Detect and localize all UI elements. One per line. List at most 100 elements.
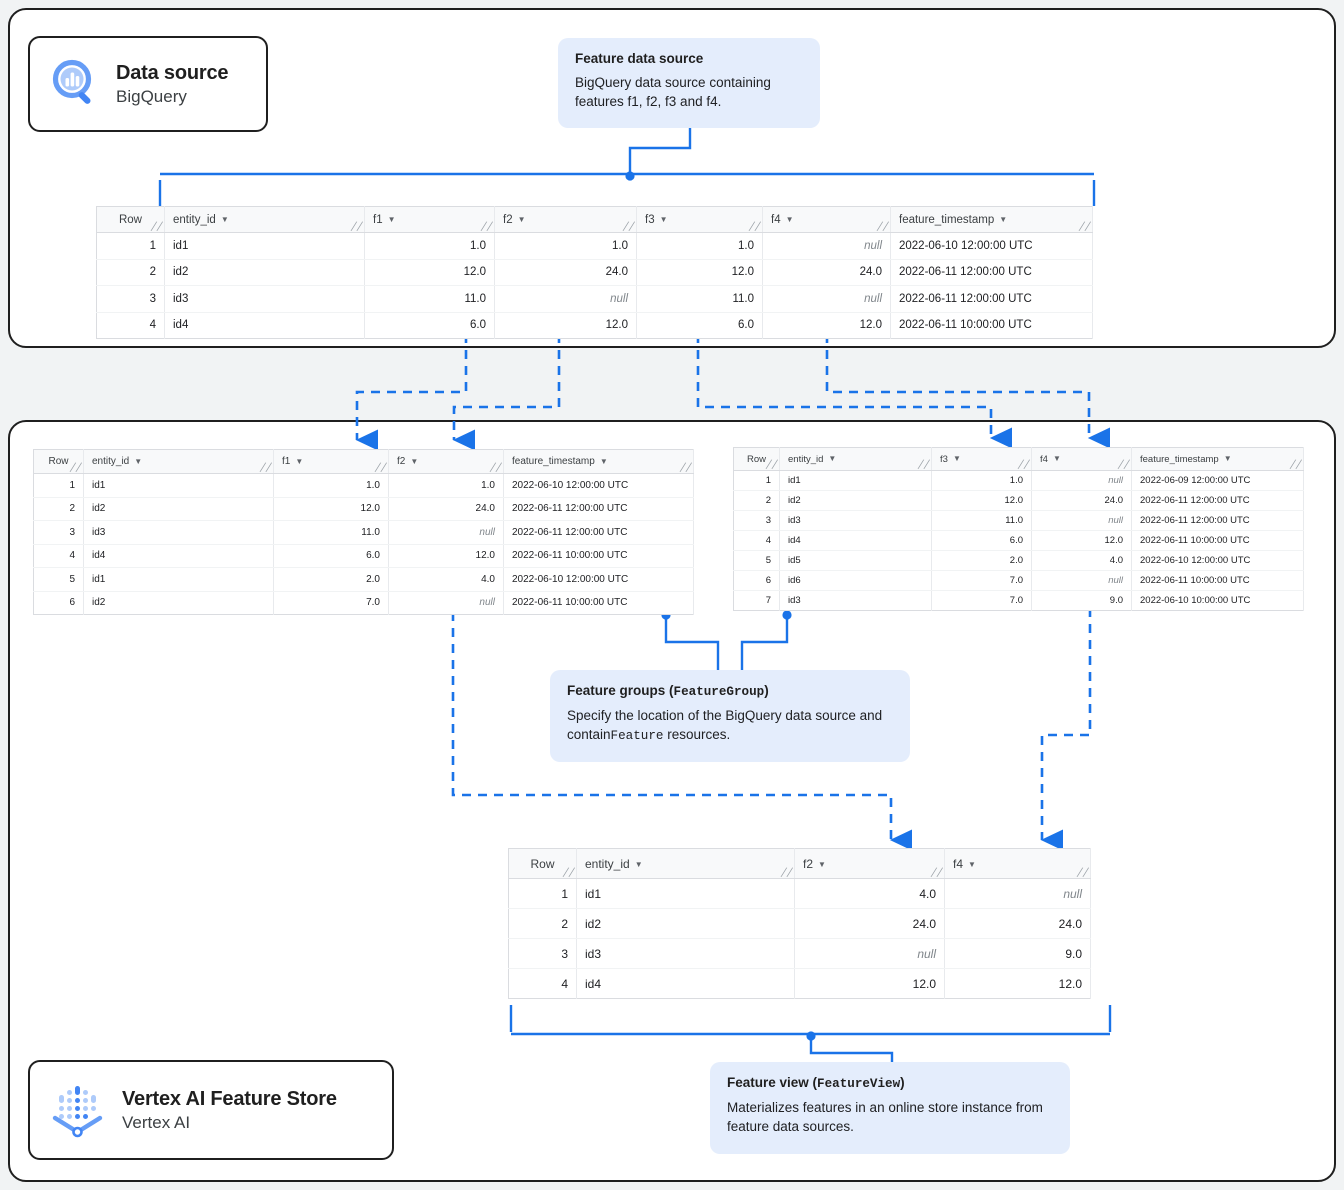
column-header-feature_timestamp[interactable]: feature_timestamp▼╱╱: [503, 449, 694, 474]
table-cell-f1: 12.0: [364, 259, 495, 286]
column-header-entity_id[interactable]: entity_id▼╱╱: [164, 206, 365, 233]
column-resize-grip-icon[interactable]: ╱╱: [490, 463, 502, 472]
table-cell-feature_timestamp: 2022-06-10 12:00:00 UTC: [503, 567, 694, 592]
column-header-label: feature_timestamp: [1140, 453, 1219, 465]
table-cell-f3: 1.0: [931, 470, 1032, 491]
table-cell-f3: 12.0: [931, 490, 1032, 511]
column-resize-grip-icon[interactable]: ╱╱: [623, 222, 635, 231]
table-cell-row: 2: [733, 490, 780, 511]
chevron-down-icon[interactable]: ▼: [517, 214, 526, 224]
table-cell-entity_id: id2: [576, 908, 795, 939]
column-header-entity_id[interactable]: entity_id▼╱╱: [83, 449, 274, 474]
table-cell-f4: null: [1031, 470, 1132, 491]
column-header-f2[interactable]: f2▼╱╱: [494, 206, 637, 233]
column-resize-grip-icon[interactable]: ╱╱: [260, 463, 272, 472]
column-resize-grip-icon[interactable]: ╱╱: [351, 222, 363, 231]
column-header-label: f3: [645, 213, 655, 226]
table-cell-f1: 2.0: [273, 567, 389, 592]
table-cell-f4: null: [1031, 510, 1132, 531]
table-cell-feature_timestamp: 2022-06-10 12:00:00 UTC: [890, 232, 1093, 260]
callout-body: BigQuery data source containing features…: [575, 75, 771, 110]
chevron-down-icon[interactable]: ▼: [599, 456, 608, 466]
table-cell-feature_timestamp: 2022-06-11 12:00:00 UTC: [503, 520, 694, 545]
table-cell-row: 3: [33, 520, 84, 545]
column-header-row[interactable]: Row╱╱: [508, 848, 577, 879]
chevron-down-icon[interactable]: ▼: [828, 454, 837, 464]
chevron-down-icon[interactable]: ▼: [387, 214, 396, 224]
column-header-f2[interactable]: f2▼╱╱: [388, 449, 504, 474]
table-cell-f1: 11.0: [364, 285, 495, 313]
column-header-label: f1: [373, 213, 383, 226]
chevron-down-icon[interactable]: ▼: [410, 456, 419, 466]
chevron-down-icon[interactable]: ▼: [1223, 454, 1232, 464]
column-resize-grip-icon[interactable]: ╱╱: [680, 463, 692, 472]
chevron-down-icon[interactable]: ▼: [634, 859, 643, 869]
table-cell-entity_id: id2: [779, 490, 932, 511]
column-header-row[interactable]: Row╱╱: [733, 447, 780, 471]
table-cell-entity_id: id3: [164, 285, 365, 313]
column-header-entity_id[interactable]: entity_id▼╱╱: [779, 447, 932, 471]
column-header-f1[interactable]: f1▼╱╱: [273, 449, 389, 474]
column-header-row[interactable]: Row╱╱: [96, 206, 165, 233]
chevron-down-icon[interactable]: ▼: [220, 214, 229, 224]
chevron-down-icon[interactable]: ▼: [295, 456, 304, 466]
column-resize-grip-icon[interactable]: ╱╱: [931, 868, 943, 877]
column-header-f4[interactable]: f4▼╱╱: [944, 848, 1091, 879]
chevron-down-icon[interactable]: ▼: [659, 214, 668, 224]
chevron-down-icon[interactable]: ▼: [818, 859, 826, 869]
column-resize-grip-icon[interactable]: ╱╱: [1290, 460, 1302, 469]
table-cell-feature_timestamp: 2022-06-10 10:00:00 UTC: [1131, 590, 1304, 611]
column-resize-grip-icon[interactable]: ╱╱: [1079, 222, 1091, 231]
table-cell-f2: null: [794, 938, 945, 969]
column-resize-grip-icon[interactable]: ╱╱: [1018, 460, 1030, 469]
callout-title-text: Feature groups (: [567, 683, 674, 698]
column-resize-grip-icon[interactable]: ╱╱: [918, 460, 930, 469]
bigquery-source-table: Row╱╱entity_id▼╱╱f1▼╱╱f2▼╱╱f3▼╱╱f4▼╱╱fea…: [96, 206, 1093, 339]
column-header-f1[interactable]: f1 ▼ ╱╱: [364, 206, 495, 233]
column-resize-grip-icon[interactable]: ╱╱: [1118, 460, 1130, 469]
column-header-f2[interactable]: f2▼╱╱: [794, 848, 945, 879]
chevron-down-icon[interactable]: ▼: [134, 456, 143, 466]
column-header-label: f4: [1040, 453, 1048, 465]
column-header-entity_id[interactable]: entity_id▼╱╱: [576, 848, 795, 879]
table-cell-row: 2: [33, 497, 84, 521]
chevron-down-icon[interactable]: ▼: [968, 859, 976, 869]
table-cell-feature_timestamp: 2022-06-10 12:00:00 UTC: [1131, 550, 1304, 571]
column-header-f4[interactable]: f4 ▼ ╱╱: [762, 206, 891, 233]
column-header-feature_timestamp[interactable]: feature_timestamp▼╱╱: [890, 206, 1093, 233]
column-header-feature_timestamp[interactable]: feature_timestamp ▼ ╱╱: [1131, 447, 1304, 471]
chevron-down-icon[interactable]: ▼: [999, 214, 1008, 224]
column-resize-grip-icon[interactable]: ╱╱: [151, 222, 163, 231]
badge-subtitle: Vertex AI: [122, 1112, 191, 1132]
column-header-f4[interactable]: f4 ▼ ╱╱: [1031, 447, 1132, 471]
table-cell-row: 4: [33, 544, 84, 568]
column-resize-grip-icon[interactable]: ╱╱: [766, 460, 778, 469]
column-resize-grip-icon[interactable]: ╱╱: [749, 222, 761, 231]
column-resize-grip-icon[interactable]: ╱╱: [375, 463, 387, 472]
column-resize-grip-icon[interactable]: ╱╱: [563, 868, 575, 877]
column-resize-grip-icon[interactable]: ╱╱: [1077, 868, 1089, 877]
column-header-label: f4: [771, 213, 781, 226]
table-cell-f1: 7.0: [273, 591, 389, 615]
column-resize-grip-icon[interactable]: ╱╱: [481, 222, 493, 231]
chevron-down-icon[interactable]: ▼: [785, 214, 794, 224]
chevron-down-icon[interactable]: ▼: [1052, 454, 1061, 464]
table-cell-f2: null: [388, 520, 504, 545]
column-header-row[interactable]: Row╱╱: [33, 449, 84, 474]
column-header-f3[interactable]: f3▼╱╱: [931, 447, 1032, 471]
chevron-down-icon[interactable]: ▼: [952, 454, 961, 464]
column-resize-grip-icon[interactable]: ╱╱: [781, 868, 793, 877]
column-resize-grip-icon[interactable]: ╱╱: [877, 222, 889, 231]
column-resize-grip-icon[interactable]: ╱╱: [70, 463, 82, 472]
table-cell-f2: 4.0: [794, 878, 945, 909]
column-header-f3[interactable]: f3 ▼ ╱╱: [636, 206, 763, 233]
table-cell-feature_timestamp: 2022-06-11 12:00:00 UTC: [1131, 490, 1304, 511]
table-cell-row: 3: [733, 510, 780, 531]
